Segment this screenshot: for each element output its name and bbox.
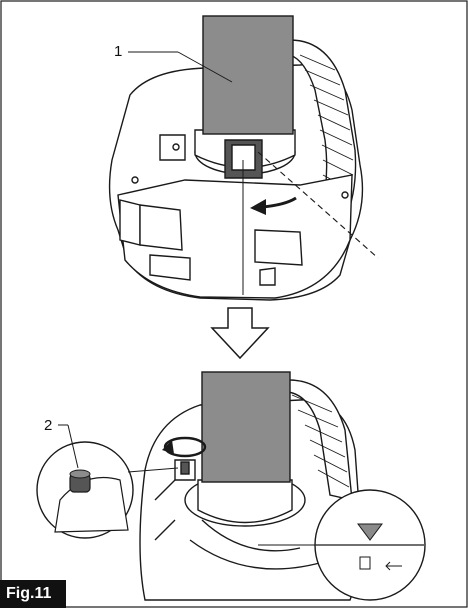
- tube-top: [202, 15, 294, 135]
- callout-2-leader-2: [67, 424, 79, 469]
- triangle-marker-icon: [357, 523, 383, 541]
- rotate-arrow-head: [250, 199, 266, 215]
- unlock-arrow-icon: [385, 561, 402, 571]
- callout-2-label: 2: [44, 417, 52, 434]
- callout-1-leader-2: [177, 51, 233, 83]
- detail-knob-leader: [127, 467, 179, 473]
- tube-bottom: [201, 371, 291, 483]
- rotation-indicator-head: [162, 440, 174, 454]
- blower-top-view: [108, 39, 364, 301]
- step-down-arrow: [210, 307, 270, 360]
- lock-symbol-icon: [359, 556, 371, 570]
- alignment-dashed-line: [257, 151, 379, 259]
- figure-label: Fig.11: [0, 580, 66, 608]
- knob-top: [69, 469, 91, 479]
- callout-1-label: 1: [114, 43, 122, 60]
- blower-bottom-view: [139, 379, 361, 601]
